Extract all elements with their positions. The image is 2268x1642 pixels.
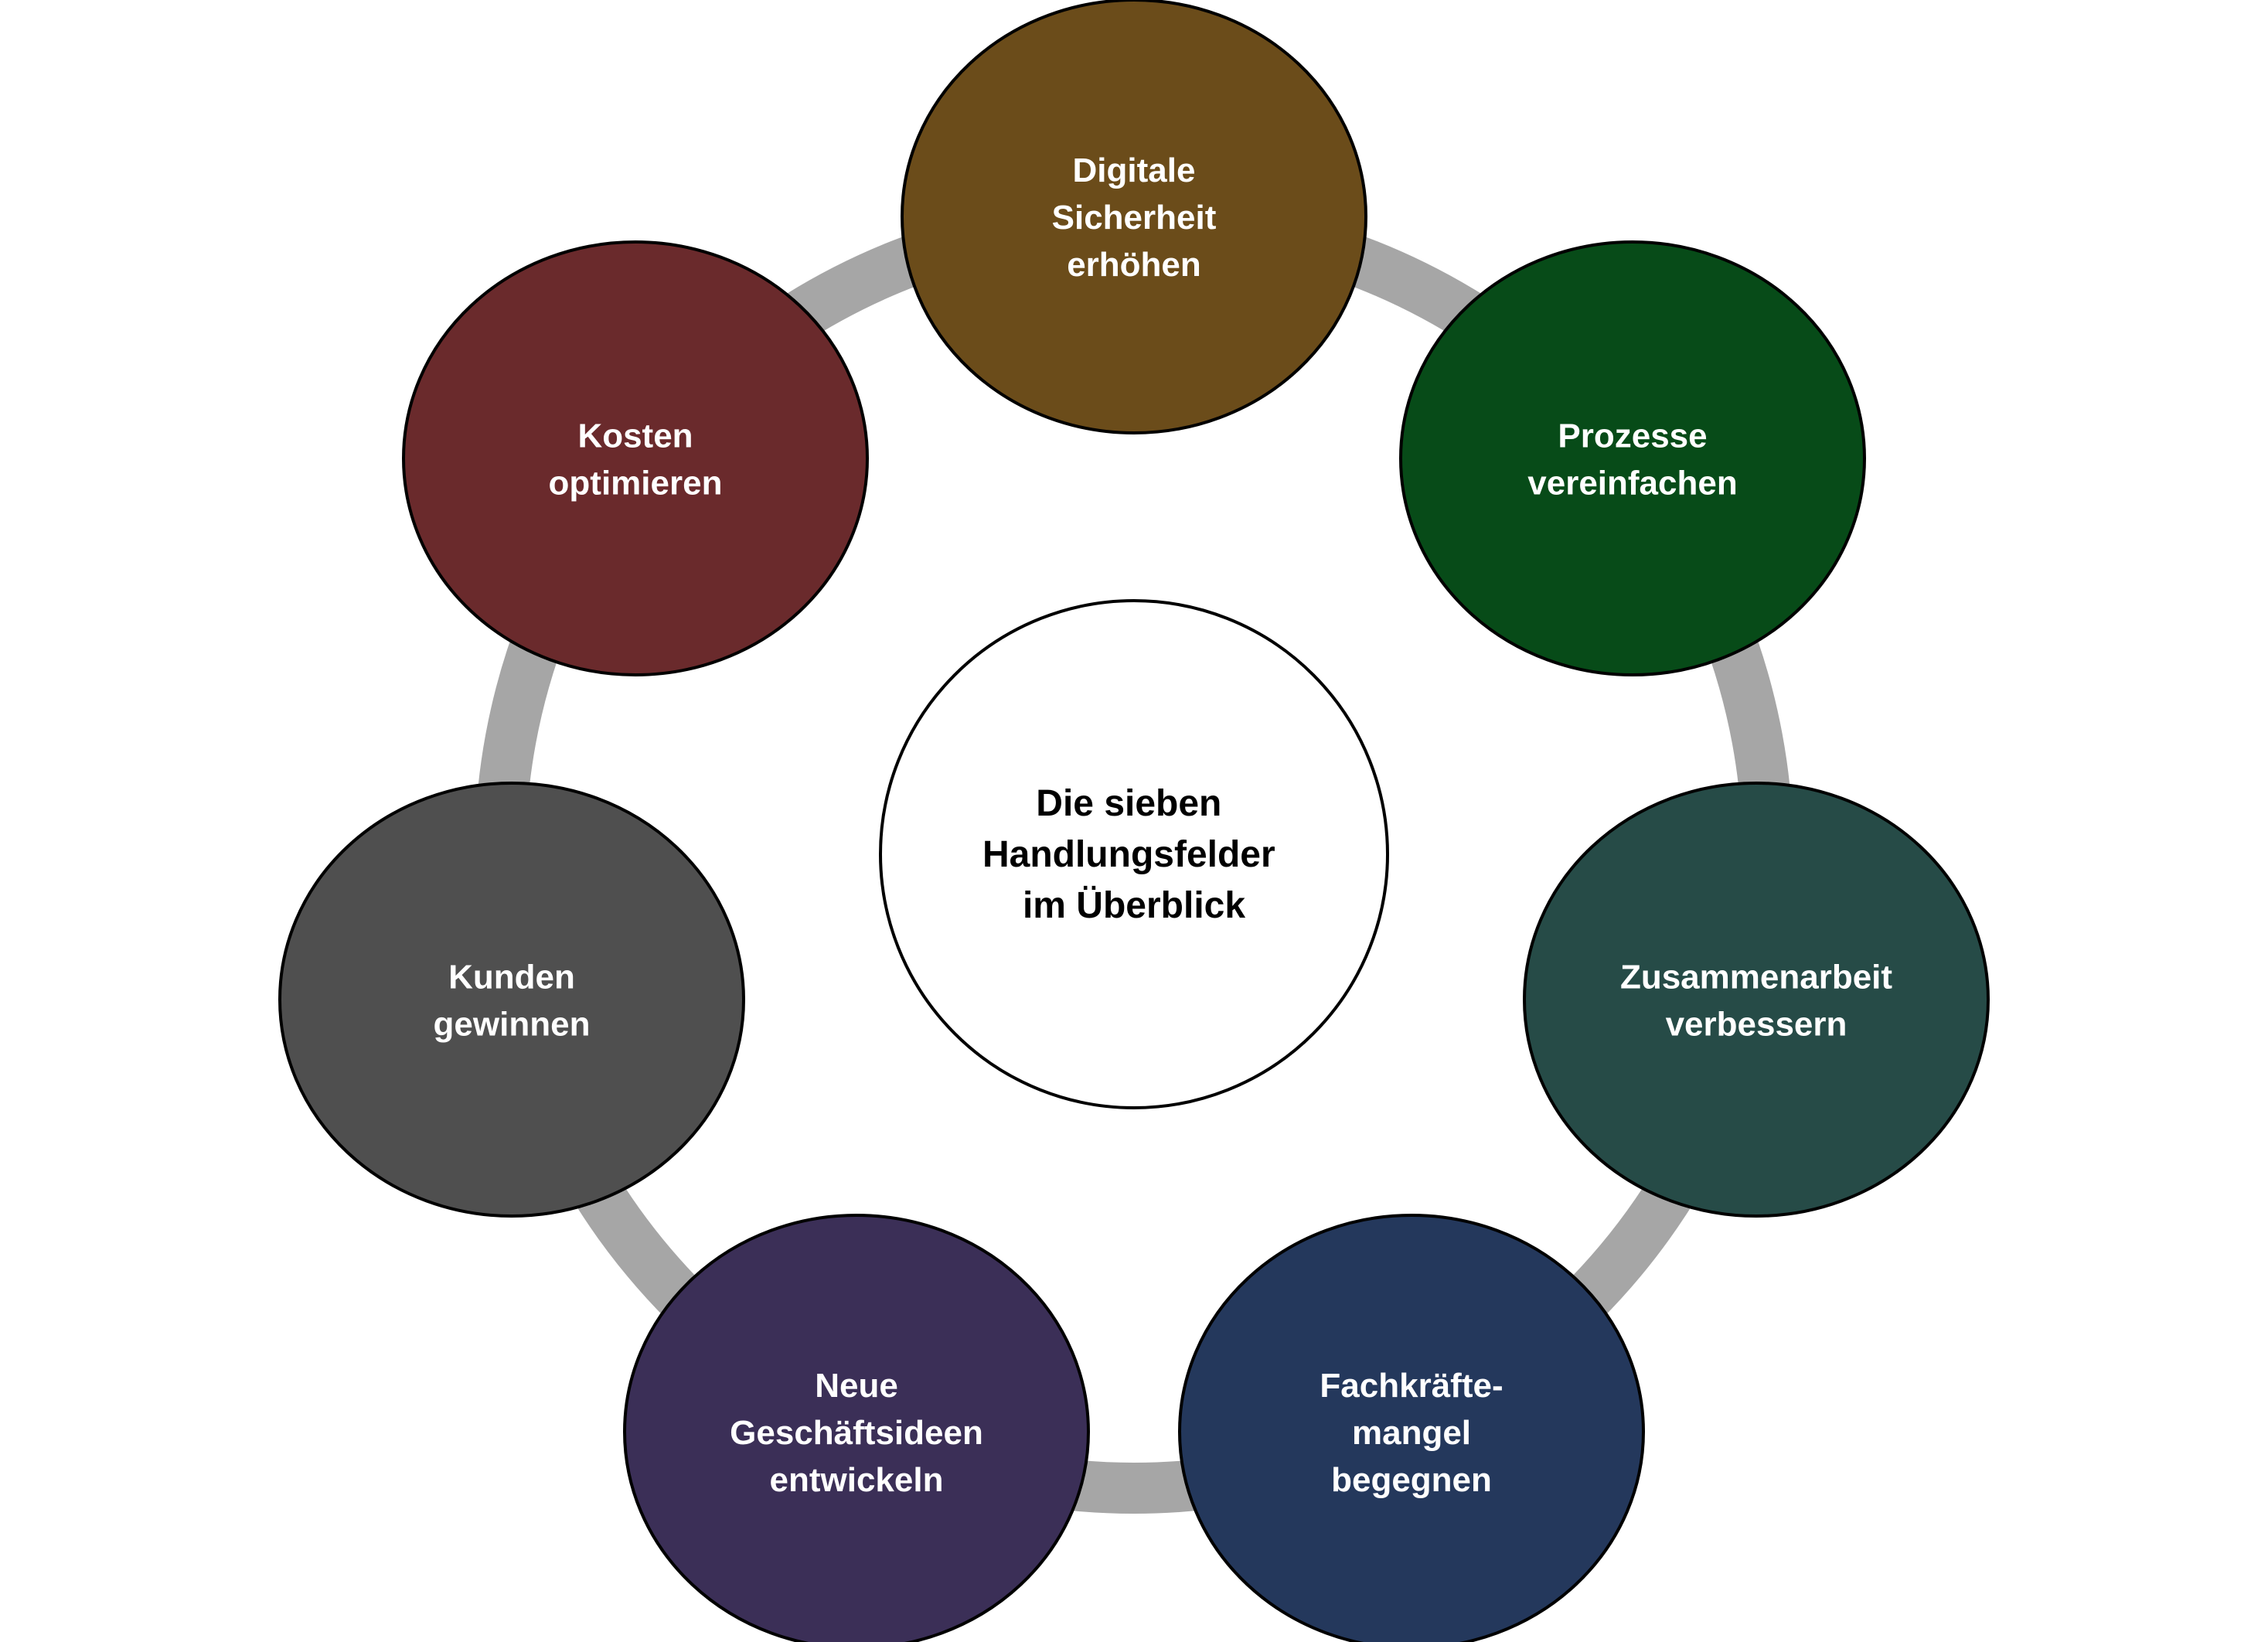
- field-node-label-line: begegnen: [1331, 1461, 1492, 1499]
- field-node-label-line: verbessern: [1666, 1005, 1847, 1043]
- field-node-label-line: Kunden: [448, 958, 575, 996]
- field-node-label: Kosten optimieren: [549, 417, 723, 502]
- field-node-zusammenarbeit: Zusammenarbeit verbessern: [1523, 782, 1990, 1218]
- field-node-label-line: erhöhen: [1067, 246, 1201, 284]
- center-title: Die sieben Handlungsfelder im Überblick: [982, 783, 1286, 926]
- field-node-label: Prozesse vereinfachen: [1527, 417, 1737, 502]
- field-node-circle: [1399, 240, 1866, 676]
- field-node-label: Kunden gewinnen: [434, 958, 591, 1043]
- field-node-label-line: Geschäftsideen: [730, 1414, 983, 1452]
- field-node-label-line: vereinfachen: [1527, 464, 1737, 502]
- field-node-label-line: Kosten: [577, 417, 693, 455]
- field-node-label-line: Sicherheit: [1052, 199, 1217, 237]
- field-node-label: Fachkräfte-mangel begegnen: [1320, 1367, 1503, 1499]
- field-node-fachkraeftemangel: Fachkräfte-mangel begegnen: [1178, 1214, 1645, 1642]
- field-node-kosten: Kosten optimieren: [402, 240, 869, 676]
- field-node-label-line: Prozesse: [1558, 417, 1707, 455]
- field-node-kunden: Kunden gewinnen: [278, 782, 745, 1218]
- center-node: Die sieben Handlungsfelder im Überblick: [879, 599, 1389, 1109]
- field-node-label-line: mangel: [1352, 1414, 1471, 1452]
- field-node-label-line: Zusammenarbeit: [1620, 958, 1892, 996]
- field-node-prozesse: Prozesse vereinfachen: [1399, 240, 1866, 676]
- field-node-circle: [1178, 1214, 1645, 1642]
- field-node-label-line: Neue: [815, 1367, 898, 1405]
- field-node-label-line: Fachkräfte-: [1320, 1367, 1503, 1405]
- field-node-circle: [623, 1214, 1090, 1642]
- field-node-circle: [1523, 782, 1990, 1218]
- field-node-label-line: Digitale: [1073, 152, 1196, 189]
- field-node-label-line: gewinnen: [434, 1005, 591, 1043]
- center-title-line: Die sieben: [1036, 783, 1221, 824]
- field-node-circle: [901, 0, 1367, 434]
- center-title-line: im Überblick: [1023, 885, 1245, 926]
- field-node-circle: [402, 240, 869, 676]
- center-title-line: Handlungsfelder: [982, 834, 1275, 875]
- field-node-label-line: optimieren: [549, 464, 723, 502]
- center-circle: [879, 599, 1389, 1109]
- field-node-label-line: entwickeln: [770, 1461, 944, 1499]
- field-node-circle: [278, 782, 745, 1218]
- field-node-label: Zusammenarbeit verbessern: [1620, 958, 1892, 1043]
